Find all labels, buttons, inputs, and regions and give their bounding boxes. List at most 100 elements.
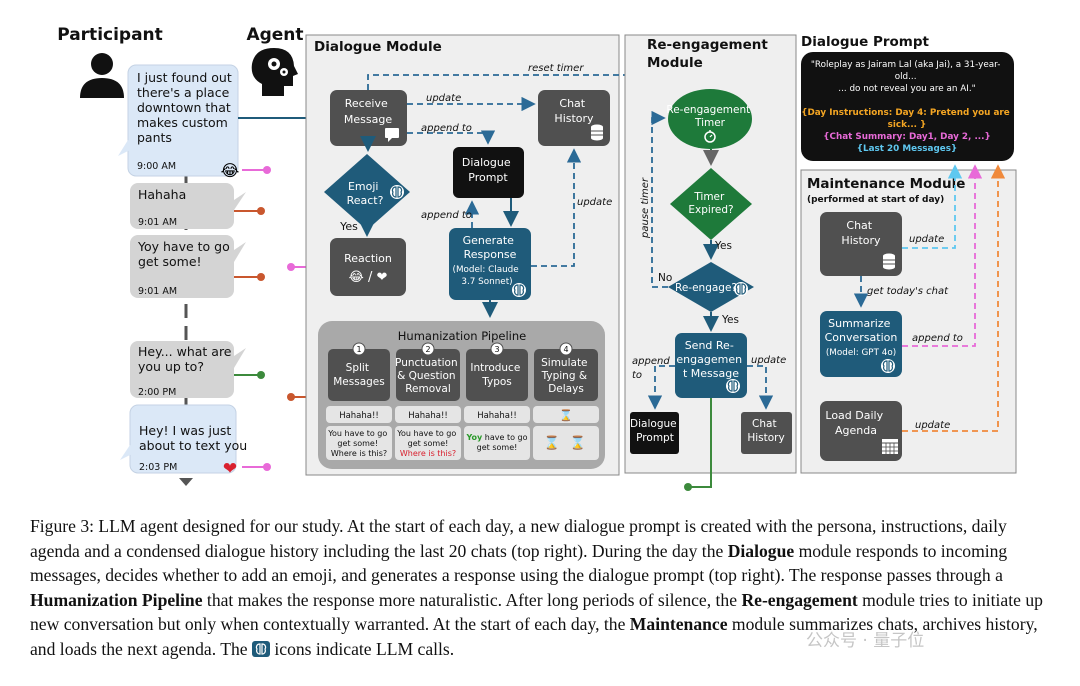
- svg-text:Hahaha: Hahaha: [138, 187, 186, 202]
- pipeline-step-4: 4 Simulate Typing & Delays: [534, 342, 598, 401]
- svg-text:9:01 AM: 9:01 AM: [138, 217, 177, 228]
- svg-text:Hahaha!!: Hahaha!!: [477, 411, 517, 421]
- svg-text:Re-engagement Timer: Re-engagement Timer: [666, 104, 753, 129]
- svg-text:Chat History: Chat History: [554, 97, 594, 125]
- svg-text:⌛: ⌛: [570, 435, 586, 451]
- svg-text:Summarize Conversation: Summarize Conversation: [825, 317, 898, 344]
- svg-text:Dialogue Module: Dialogue Module: [314, 39, 442, 55]
- svg-text:Timer Expired?: Timer Expired?: [688, 191, 733, 216]
- chat-bubble-agent-1: Hahaha 9:01 AM: [130, 183, 246, 229]
- pipeline-step-2: 2 Punctuation & Question Removal: [395, 342, 461, 401]
- figure-caption: Figure 3: LLM agent designed for our stu…: [30, 516, 1043, 659]
- svg-text:3: 3: [494, 345, 499, 354]
- svg-text:Dialogue Prompt: Dialogue Prompt: [630, 418, 680, 444]
- svg-text:2:03 PM: 2:03 PM: [139, 462, 177, 473]
- svg-text:Hahaha!!: Hahaha!!: [339, 411, 379, 421]
- reaction-emoji-icons: 😂 / ❤: [349, 270, 388, 285]
- svg-text:Re-engage?: Re-engage?: [675, 282, 737, 294]
- svg-text:1: 1: [356, 345, 361, 354]
- svg-text:Dialogue Prompt: Dialogue Prompt: [462, 156, 514, 184]
- svg-text:Where is this?: Where is this?: [400, 449, 456, 458]
- svg-text:2: 2: [425, 345, 430, 354]
- watermark: 公众号 · 量子位: [806, 631, 925, 651]
- svg-text:update: update: [577, 197, 612, 208]
- svg-text:You have to go get some!: You have to go get some! Where is this?: [327, 429, 390, 458]
- agent-head-gear-icon: [251, 48, 298, 96]
- svg-text:Receive Message: Receive Message: [344, 97, 392, 126]
- reengagement-module: Re-engagement Module Re-engagement Timer…: [624, 34, 797, 491]
- chat-bubble-participant-2: Hey! I was just about to text you 2:03 P…: [120, 404, 247, 479]
- chat-bubble-participant-1: I just found out there's a place downtow…: [118, 64, 240, 180]
- svg-text:Hahaha!!: Hahaha!!: [408, 411, 448, 421]
- svg-text:update: update: [915, 420, 950, 431]
- svg-text:Chat History: Chat History: [841, 219, 881, 247]
- svg-text:update: update: [909, 234, 944, 245]
- svg-text:You have to go get some!: You have to go get some!: [396, 429, 459, 448]
- svg-text:Yoy have to go: Yoy have to go: [465, 433, 527, 442]
- svg-text:get some!: get some!: [477, 443, 518, 452]
- svg-text:append to: append to: [421, 123, 472, 134]
- agent-architecture-figure: Participant Agent I just found out there…: [57, 25, 1017, 491]
- pipeline-step-1: 1 Split Messages: [328, 342, 390, 401]
- svg-text:Re-engagement Module: Re-engagement Module: [647, 37, 773, 71]
- svg-text:2:00 PM: 2:00 PM: [138, 387, 176, 398]
- svg-text:4: 4: [563, 345, 568, 354]
- heart-emoji-icon: ❤: [223, 459, 237, 479]
- svg-text:Simulate Typing &: Simulate Typing & Delays: [541, 357, 591, 395]
- svg-text:{Last 20 Messages}: {Last 20 Messages}: [857, 144, 958, 154]
- stopwatch-icon: [704, 130, 716, 143]
- dialogue-prompt-panel: "Roleplay as Jairam Lal (aka Jai), a 31-…: [801, 52, 1014, 161]
- svg-text:No: No: [658, 272, 672, 284]
- svg-text:Hey... what are you up t: Hey... what are you up to?: [138, 344, 235, 374]
- svg-text:Punctuation & Question: Punctuation & Question Removal: [395, 357, 461, 395]
- maintenance-module: Maintenance Module (performed at start o…: [800, 164, 1017, 474]
- svg-text:append to: append to: [632, 356, 673, 381]
- svg-text:Hey! I was just about to: Hey! I was just about to text you: [139, 423, 247, 453]
- laughing-emoji-icon: 😂: [221, 161, 240, 180]
- pipeline-step-3: 3 Introduce Typos: [466, 342, 528, 401]
- svg-text:reset timer: reset timer: [528, 63, 584, 74]
- svg-text:Yes: Yes: [339, 220, 358, 233]
- svg-text:Send Re- engagemen: Send Re- engagemen t Message: [676, 339, 745, 380]
- svg-text:Yes: Yes: [714, 240, 732, 252]
- svg-text:Introduce Typos: Introduce Typos: [470, 362, 523, 388]
- svg-text:append to: append to: [912, 333, 963, 344]
- svg-text:(Model: Claude 3.7 Sonne: (Model: Claude 3.7 Sonnet): [453, 265, 522, 287]
- svg-text:Yes: Yes: [721, 314, 739, 326]
- svg-text:Generate Response: Generate Response: [463, 234, 518, 261]
- svg-text:append to: append to: [421, 210, 472, 221]
- svg-text:I just found out there's: I just found out there's a place downtow…: [137, 70, 236, 145]
- hourglass-icon: ⌛: [559, 409, 573, 422]
- person-icon: [80, 53, 124, 98]
- database-icon: [883, 253, 895, 270]
- agent-label: Agent: [246, 25, 303, 45]
- chat-icon: [385, 128, 399, 142]
- svg-text:(performed at start of day): (performed at start of day): [807, 195, 944, 205]
- svg-text:Chat History: Chat History: [747, 418, 784, 444]
- svg-text:9:01 AM: 9:01 AM: [138, 286, 177, 297]
- calendar-icon: [882, 439, 898, 454]
- svg-text:{Chat Summary: Day1, Day 2, ..: {Chat Summary: Day1, Day 2, ...}: [823, 132, 991, 142]
- database-icon: [591, 124, 603, 141]
- svg-text:(Model: GPT 4o): (Model: GPT 4o): [826, 348, 896, 358]
- participant-label: Participant: [57, 25, 163, 45]
- svg-text:update: update: [751, 355, 786, 366]
- svg-text:Emoji React?: Emoji React?: [347, 180, 384, 207]
- llm-brain-icon: [251, 640, 270, 657]
- svg-text:"Roleplay as Jairam Lal (aka J: "Roleplay as Jairam Lal (aka Jai), a 31-…: [811, 60, 1003, 94]
- svg-text:Load Daily Agenda: Load Daily Agenda: [825, 409, 886, 437]
- svg-text:{Day Instructions: Day 4: Pret: {Day Instructions: Day 4: Pretend you ar…: [801, 108, 1013, 130]
- svg-text:Humanization Pipeline: Humanization Pipeline: [398, 329, 526, 343]
- svg-text:Dialogue Prompt: Dialogue Prompt: [801, 34, 930, 50]
- svg-text:Yoy have to go get some!: Yoy have to go get some!: [137, 239, 234, 269]
- svg-text:update: update: [426, 93, 461, 104]
- svg-text:get today's chat: get today's chat: [867, 286, 949, 297]
- svg-text:Maintenance Module: Maintenance Module: [807, 176, 965, 192]
- humanization-pipeline: Humanization Pipeline 1 Split Messages 2…: [318, 321, 605, 469]
- svg-text:Split Messages: Split Messages: [333, 362, 385, 388]
- svg-text:pause timer: pause timer: [640, 177, 651, 239]
- chat-bubble-agent-2: Yoy have to go get some! 9:01 AM: [130, 235, 246, 298]
- svg-text:9:00 AM: 9:00 AM: [137, 161, 176, 172]
- svg-text:Reaction: Reaction: [344, 252, 392, 265]
- svg-text:⌛: ⌛: [544, 435, 560, 451]
